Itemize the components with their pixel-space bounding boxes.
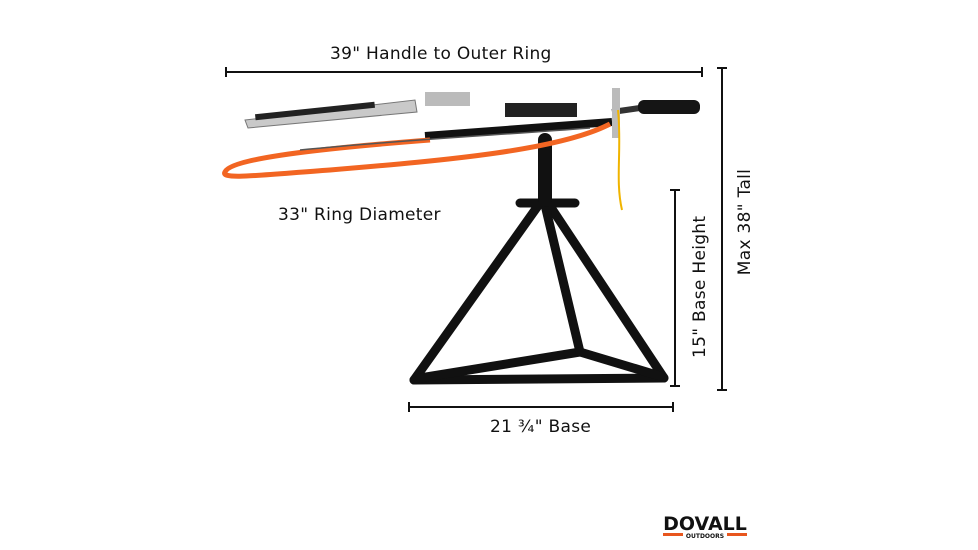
max-tall-label: Max 38" Tall xyxy=(735,168,755,276)
trap-stand xyxy=(409,133,669,385)
trap-arm xyxy=(222,88,700,211)
throwing-ring xyxy=(222,121,612,179)
ring-diameter-label: 33" Ring Diameter xyxy=(278,205,441,225)
dovall-logo: DOVALL OUTDOORS xyxy=(663,513,747,540)
base-height-label: 15" Base Height xyxy=(690,215,710,358)
handle-to-ring-label: 39" Handle to Outer Ring xyxy=(330,44,552,64)
svg-text:DOVALL: DOVALL xyxy=(663,513,747,535)
svg-text:OUTDOORS: OUTDOORS xyxy=(686,533,724,540)
base-width-label: 21 ¾" Base xyxy=(490,417,592,437)
spring xyxy=(505,103,577,117)
dimension-lines xyxy=(225,67,727,412)
handle xyxy=(638,100,700,114)
